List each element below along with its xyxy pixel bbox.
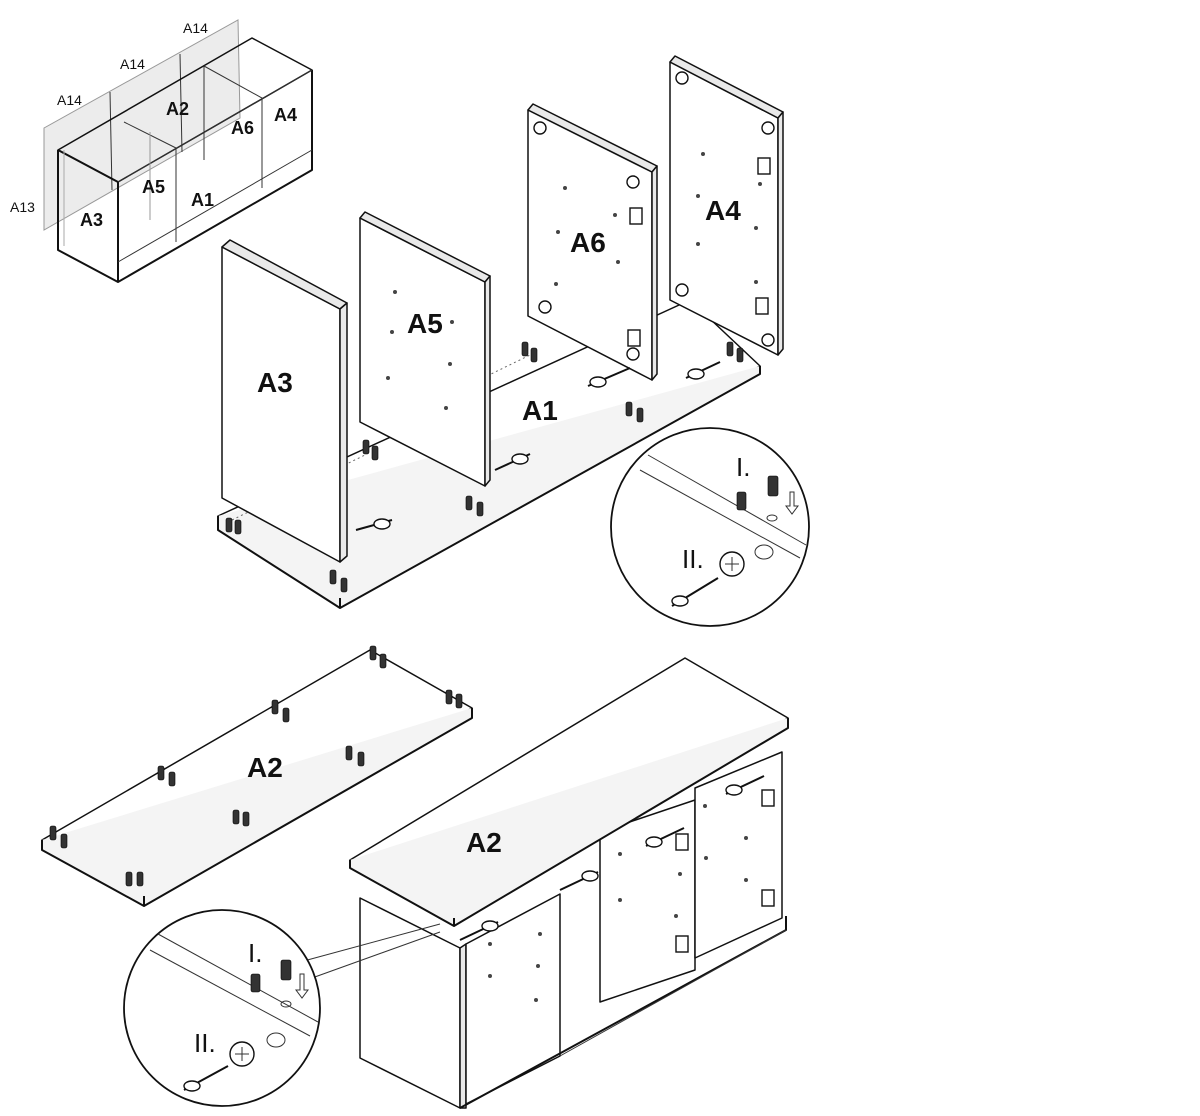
overview-label-a4: A4 — [274, 105, 297, 125]
screwdriver-icon — [459, 775, 765, 941]
dowel-icon — [49, 645, 463, 887]
overview-label-a14-middle: A14 — [120, 56, 145, 72]
panel-label-a4: A4 — [705, 195, 741, 226]
carcass-left-side — [359, 897, 461, 1109]
detail-step-1-lower: I. — [248, 938, 262, 968]
screwdriver-icon — [355, 361, 721, 531]
carcass-partition-a6 — [599, 799, 696, 1003]
overview-label-a3: A3 — [80, 210, 103, 230]
dowel-icon — [225, 341, 744, 593]
overview-label-a6: A6 — [231, 118, 254, 138]
panel-label-a5: A5 — [407, 308, 443, 339]
panel-label-a6: A6 — [570, 227, 606, 258]
detail-step-2: II. — [682, 544, 704, 574]
overview-label-a14-left: A14 — [57, 92, 82, 108]
assembly-step-top: A2 A2 — [41, 645, 789, 1109]
assembly-step-sides: A3 A5 A6 A4 — [217, 55, 810, 627]
detail-circle-bottom: I. II. — [123, 909, 441, 1107]
overview-label-a1: A1 — [191, 190, 214, 210]
detail-step-2-lower: II. — [194, 1028, 216, 1058]
detail-step-1: I. — [736, 452, 750, 482]
panel-label-a2-loose: A2 — [247, 752, 283, 783]
overview-label-a13: A13 — [10, 199, 35, 215]
panel-label-a3: A3 — [257, 367, 293, 398]
carcass-right-side — [694, 751, 783, 959]
overview-cabinet: A14 A14 A14 A13 A3 A5 A1 A2 A6 A4 — [10, 19, 313, 283]
panel-label-a1: A1 — [522, 395, 558, 426]
detail-circle-top: I. II. — [610, 427, 810, 627]
overview-label-a14-right: A14 — [183, 20, 208, 36]
overview-label-a2: A2 — [166, 99, 189, 119]
overview-label-a5: A5 — [142, 177, 165, 197]
carcass-partition-a5 — [465, 893, 561, 1105]
panel-label-a2-mounted: A2 — [466, 827, 502, 858]
cam-fitting-icon — [533, 121, 640, 361]
